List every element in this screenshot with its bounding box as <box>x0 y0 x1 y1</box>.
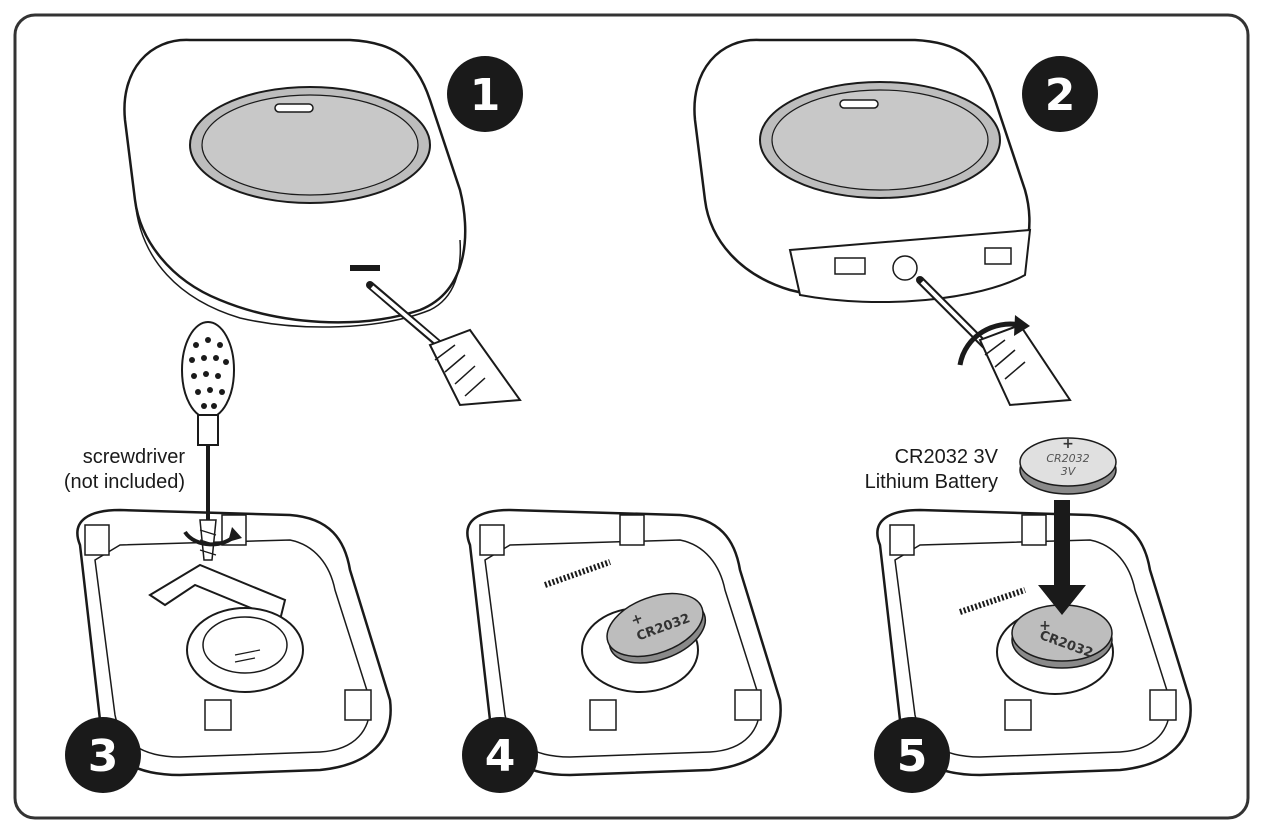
screwdriver-icon <box>366 281 522 407</box>
battery-plus: + <box>1039 618 1051 634</box>
battery-model: CR2032 <box>1046 452 1089 465</box>
step-number: 3 <box>88 731 119 782</box>
step-5-illustration: + CR2032 + CR2032 3V <box>876 436 1192 777</box>
screwdriver-caption-line2: (not included) <box>64 471 185 493</box>
step-3-badge: 3 <box>65 717 141 793</box>
battery-icon: + CR2032 3V <box>1019 436 1117 495</box>
step-2-illustration <box>693 38 1072 407</box>
battery-caption-line2: Lithium Battery <box>865 471 998 493</box>
down-arrow-icon <box>1038 500 1086 615</box>
step-number: 1 <box>470 70 501 121</box>
step-number: 4 <box>485 731 516 782</box>
battery-caption-line1: CR2032 3V <box>895 446 999 468</box>
battery-plus: + <box>1062 436 1074 452</box>
step-5-caption: CR2032 3V Lithium Battery <box>865 446 999 493</box>
step-4-badge: 4 <box>462 717 538 793</box>
step-3-caption: screwdriver (not included) <box>64 446 186 493</box>
battery-icon: + CR2032 <box>606 592 707 664</box>
battery-plus: + <box>629 610 645 629</box>
screwdriver-icon <box>916 276 1072 407</box>
step-number: 2 <box>1045 70 1076 121</box>
step-2-badge: 2 <box>1022 56 1098 132</box>
step-1-illustration <box>123 38 522 407</box>
screwdriver-icon <box>181 321 235 561</box>
step-1-badge: 1 <box>447 56 523 132</box>
step-5-badge: 5 <box>874 717 950 793</box>
step-number: 5 <box>897 731 928 782</box>
battery-icon: + CR2032 <box>1011 604 1113 669</box>
screwdriver-caption-line1: screwdriver <box>83 446 186 468</box>
step-3-illustration <box>76 321 392 777</box>
rotate-arrow-icon <box>957 321 1021 366</box>
battery-voltage: 3V <box>1061 465 1077 478</box>
